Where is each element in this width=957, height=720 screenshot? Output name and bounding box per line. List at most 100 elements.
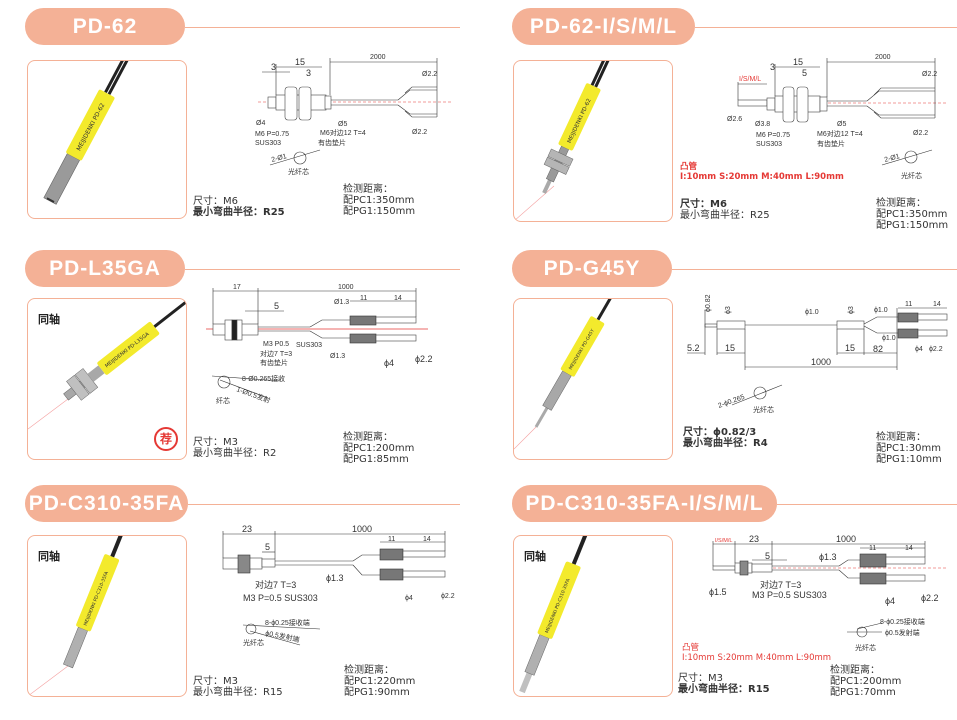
dim-label: Ø4 [256,120,265,127]
detect-pg1: 配PG1:90mm [344,687,410,698]
detect-pc1: 配PC1:30mm [876,443,941,454]
dim-label: 3 [271,62,276,72]
size-spec: 尺寸：M3 [678,673,723,684]
dim-label: 1-Ø0.5发射 [235,384,271,405]
dim-label: Ø5 [338,121,347,128]
title-divider [185,27,460,28]
dim-label: 2-ϕ0.265 [717,394,745,410]
dim-label: 11 [360,295,367,302]
dim-label: 2-Ø1 [271,153,288,164]
dim-length: 1000 [352,524,372,534]
tube-title: 凸管 [682,643,700,653]
dim-label: 5 [265,542,270,552]
product-panel-pd-62-ismL: PD-62-I/S/M/L MEIJIDENKI PD-62 [487,0,957,235]
dim-label: 对边7 T=3 [760,579,801,590]
dim-label: ϕ3 [725,306,732,314]
dim-label: ϕ4 [915,346,923,353]
dim-label: 8-ϕ0.25接收端 [880,617,925,626]
dim-label: 光纤芯 [855,643,876,652]
dim-label: 23 [749,534,759,544]
dim-label: 23 [242,524,252,534]
dim-label: 8-Ø0.265接收 [242,374,285,383]
sensor-image: MEIJIDENKI PD-C310-35FA [28,536,138,696]
coaxial-label: 同轴 [38,313,60,326]
size-spec: 尺寸：M3 [193,676,238,687]
dim-label: 14 [905,545,913,552]
dim-length: 2000 [370,54,386,61]
dim-label: M6 P=0.75 [756,132,790,139]
dimension-drawing: 2000 15 3 3 Ø2.2 Ø4 Ø5 M6 P=0.75 SUS303 … [255,54,452,176]
tube-options: 凸管 I:10mm S:20mm M:40mm L:90mm [680,162,844,182]
detect-pc1: 配PC1:350mm [876,209,948,220]
spec-block: 尺寸：M3 最小弯曲半径：R15 [678,673,770,695]
detect-title: 检测距离： [343,432,393,443]
dim-label: ϕ1.3 [326,573,344,583]
dim-label: 8-ϕ0.25接收端 [265,618,310,627]
dimension-drawing: 17 1000 5 Ø1.3 11 14 M3 P0.5 SUS303 对边7 … [206,284,433,405]
dim-label: SUS303 [756,141,782,148]
dim-label: 11 [388,536,395,543]
product-title: PD-G45Y [512,250,672,287]
dimension-drawing: I/S/M/L 23 1000 5 ϕ1.3 11 14 ϕ1.5 对边7 T=… [709,534,947,652]
dim-label: 5 [765,551,770,561]
bend-radius-spec: 最小弯曲半径：R4 [683,438,768,449]
dim-label: SUS303 [255,140,281,147]
title-divider [695,27,957,28]
dim-label: ϕ0.5发射端 [885,628,920,637]
spec-block: 尺寸：M6 最小弯曲半径：R25 [680,199,770,221]
dim-label: 光纤芯 [901,171,922,180]
size-spec: 尺寸：ϕ0.82/3 [683,427,757,438]
dimension-drawing: ϕ0.82 ϕ3 ϕ1.0 ϕ3 ϕ1.0 11 14 5.2 15 15 82… [687,294,948,414]
dim-label: 5 [274,301,279,311]
spec-block: 尺寸：M6 最小弯曲半径：R25 [193,196,285,218]
dim-label: ϕ2.2 [441,593,455,600]
sensor-image: MEIJIDENKI PD-62 [514,61,632,221]
dim-label: ϕ1.0 [874,307,888,314]
detect-pg1: 配PG1:10mm [876,454,942,465]
recommended-badge: 荐 [154,427,178,451]
dim-label: ϕ2.2 [929,346,943,353]
detect-block: 检测距离： 配PC1:200mm 配PG1:70mm [830,665,901,698]
dim-label: 对边7 T=3 [260,349,292,358]
product-title: PD-62-I/S/M/L [512,8,695,45]
dim-label: 15 [845,343,855,353]
product-panel-pd-c310-35fa-ismL: PD-C310-35FA-I/S/M/L 同轴 MEIJIDENKI PD-C3… [487,485,957,720]
dim-label: 有齿垫片 [260,358,288,367]
product-title: PD-C310-35FA [25,485,188,522]
detect-pg1: 配PG1:70mm [830,687,896,698]
dim-label: 光纤芯 [243,638,264,647]
product-panel-pd-c310-35fa: PD-C310-35FA 同轴 MEIJIDENKI PD-C310-35FA … [0,485,470,720]
dim-label: 14 [423,536,431,543]
dim-label: 15 [725,343,735,353]
detect-title: 检测距离： [876,198,926,209]
size-spec: 尺寸：M6 [680,199,727,210]
sensor-image: MEIJIDENKI PD-62 [43,61,157,205]
detect-pg1: 配PG1:150mm [876,220,949,231]
dim-label: 15 [295,57,305,67]
dim-label: 5.2 [687,343,700,353]
dim-length: 1000 [811,357,831,367]
bend-radius-spec: 最小弯曲半径：R15 [678,684,770,695]
detect-title: 检测距离： [876,432,926,443]
dim-label: 11 [869,545,876,552]
detect-pc1: 配PC1:200mm [830,676,902,687]
dim-label: 15 [793,57,803,67]
dim-label: M6 P=0.75 [255,131,289,138]
dim-label: 5 [802,68,807,78]
detect-pg1: 配PG1:85mm [343,454,409,465]
tube-options: 凸管 I:10mm S:20mm M:40mm L:90mm [682,643,831,663]
dim-label: 14 [933,301,941,308]
product-title: PD-C310-35FA-I/S/M/L [512,485,777,522]
dim-label: Ø1.3 [334,299,349,306]
dim-label: M3 P=0.5 SUS303 [243,593,318,603]
detect-block: 检测距离： 配PC1:350mm 配PG1:150mm [343,184,415,217]
dim-label: ϕ1.3 [819,552,837,562]
title-divider [777,504,957,505]
dim-label: ϕ4 [885,596,895,606]
dim-label: Ø3.8 [755,121,770,128]
dim-label: ϕ1.5 [709,587,727,597]
title-divider [672,269,957,270]
spec-block: 尺寸：ϕ0.82/3 最小弯曲半径：R4 [683,427,768,449]
bend-radius-spec: 最小弯曲半径：R2 [193,448,277,459]
dim-label: M6对边12 T=4 [320,128,366,137]
